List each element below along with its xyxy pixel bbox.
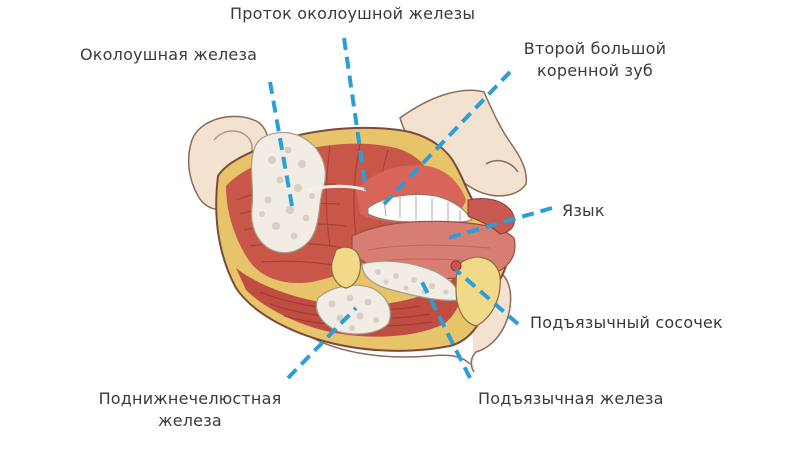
submandibular-gland (315, 284, 391, 335)
label-sublingual-papilla: Подъязычный сосочек (530, 313, 723, 332)
parotid-gland (250, 131, 326, 254)
parotid-duct (307, 184, 367, 192)
sublingual-gland (361, 260, 460, 301)
mandible-section (331, 246, 501, 327)
upper-teeth (367, 194, 473, 223)
leader-parotid-gland (268, 81, 294, 207)
label-tongue: Язык (562, 201, 605, 220)
label-submandibular-gland: Поднижнечелюстная железа (90, 388, 290, 432)
label-sublingual-gland: Подъязычная железа (478, 389, 664, 408)
label-parotid-gland: Околоушная железа (80, 45, 258, 64)
leader-second-molar (382, 70, 512, 206)
label-submandibular-line1: Поднижнечелюстная (98, 389, 282, 408)
label-second-molar-line2: коренной зуб (537, 61, 653, 80)
label-second-molar-line1: Второй большой (523, 39, 667, 58)
sublingual-papilla (450, 260, 462, 272)
leader-submandibular (286, 306, 358, 380)
lips (467, 198, 515, 235)
label-submandibular-line2: железа (158, 411, 222, 430)
label-second-molar: Второй большой коренной зуб (515, 38, 675, 82)
leader-sublingual-papilla (454, 268, 520, 326)
label-parotid-duct: Проток околоушной железы (230, 4, 476, 23)
leader-lines (268, 37, 553, 380)
leader-parotid-duct (342, 37, 368, 191)
